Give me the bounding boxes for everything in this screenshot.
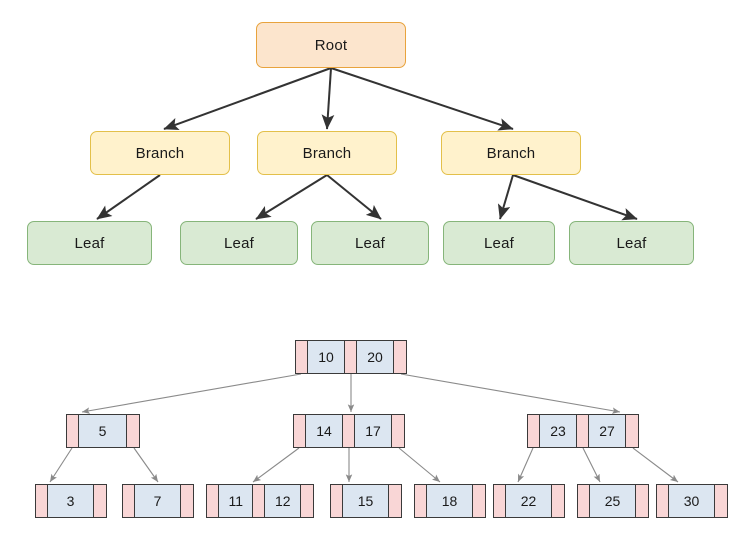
tree-edge-branch-1-to-leaf-1 (96, 174, 161, 220)
btree-pointer-cell (123, 485, 135, 517)
tree-node-leaf-1[interactable]: Leaf (27, 221, 152, 265)
btree-key-cell: 22 (506, 485, 552, 517)
btree-node-n-l1[interactable]: 5 (66, 414, 140, 448)
btree-pointer-cell (331, 485, 343, 517)
btree-node-n-c4[interactable]: 15 (330, 484, 402, 518)
btree-key-cell: 5 (79, 415, 127, 447)
btree-pointer-cell (207, 485, 219, 517)
btree-node-n-c1[interactable]: 3 (35, 484, 107, 518)
btree-pointer-cell (296, 341, 308, 373)
btree-key-cell: 25 (590, 485, 636, 517)
btree-pointer-cell (94, 485, 106, 517)
tree-node-leaf-4[interactable]: Leaf (443, 221, 555, 265)
btree-pointer-cell (415, 485, 427, 517)
btree-pointer-cell (394, 341, 406, 373)
btree-edge-n-l3-to-n-c6 (517, 447, 534, 483)
btree-key-cell: 15 (343, 485, 389, 517)
btree-key-cell: 30 (669, 485, 715, 517)
btree-key-cell: 20 (357, 341, 394, 373)
tree-node-branch-3[interactable]: Branch (441, 131, 581, 175)
tree-edge-root-to-branch-3 (330, 67, 514, 131)
tree-node-leaf-2[interactable]: Leaf (180, 221, 298, 265)
btree-edges (49, 373, 679, 483)
tree-edge-root-to-branch-1 (163, 67, 332, 131)
btree-edge-n-l2-to-n-c5 (398, 447, 441, 483)
tree-edge-branch-3-to-leaf-4 (497, 174, 514, 220)
btree-edge-n-l3-to-n-c7 (582, 447, 601, 483)
btree-pointer-cell (473, 485, 485, 517)
btree-edge-n-l3-to-n-c8 (632, 447, 679, 483)
btree-key-cell: 7 (135, 485, 181, 517)
btree-pointer-cell (552, 485, 564, 517)
tree-edges (96, 67, 638, 221)
btree-node-n-c2[interactable]: 7 (122, 484, 194, 518)
tree-edge-branch-2-to-leaf-3 (326, 174, 382, 220)
btree-pointer-cell (253, 485, 266, 517)
btree-pointer-cell (343, 415, 355, 447)
btree-pointer-cell (626, 415, 638, 447)
btree-edge-n-l1-to-n-c2 (133, 447, 159, 483)
btree-node-n-l2[interactable]: 14 17 (293, 414, 405, 448)
btree-pointer-cell (577, 415, 589, 447)
btree-node-n-c7[interactable]: 25 (577, 484, 649, 518)
btree-edge-n-l1-to-n-c1 (49, 447, 73, 483)
btree-node-n-root[interactable]: 10 20 (295, 340, 407, 374)
btree-key-cell: 18 (427, 485, 473, 517)
btree-node-n-c5[interactable]: 18 (414, 484, 486, 518)
btree-pointer-cell (528, 415, 540, 447)
btree-key-cell: 17 (355, 415, 392, 447)
btree-key-cell: 14 (306, 415, 343, 447)
btree-key-cell: 27 (589, 415, 626, 447)
btree-key-cell: 10 (308, 341, 345, 373)
tree-edge-branch-2-to-leaf-2 (255, 174, 328, 220)
btree-edge-n-root-to-n-l1 (81, 373, 302, 414)
btree-pointer-cell (127, 415, 139, 447)
btree-node-n-c8[interactable]: 30 (656, 484, 728, 518)
btree-key-cell: 11 (219, 485, 254, 517)
btree-pointer-cell (181, 485, 193, 517)
btree-pointer-cell (657, 485, 669, 517)
btree-pointer-cell (494, 485, 506, 517)
btree-pointer-cell (389, 485, 401, 517)
btree-pointer-cell (715, 485, 727, 517)
btree-pointer-cell (67, 415, 79, 447)
tree-edge-root-to-branch-2 (321, 67, 335, 130)
tree-node-leaf-3[interactable]: Leaf (311, 221, 429, 265)
btree-pointer-cell (345, 341, 357, 373)
btree-node-n-c3[interactable]: 11 12 (206, 484, 314, 518)
btree-edge-n-root-to-n-l3 (400, 373, 621, 414)
btree-pointer-cell (578, 485, 590, 517)
btree-pointer-cell (301, 485, 313, 517)
tree-node-branch-1[interactable]: Branch (90, 131, 230, 175)
btree-node-n-l3[interactable]: 23 27 (527, 414, 639, 448)
btree-pointer-cell (36, 485, 48, 517)
btree-key-cell: 23 (540, 415, 577, 447)
tree-edge-branch-3-to-leaf-5 (512, 174, 638, 221)
btree-key-cell: 12 (265, 485, 301, 517)
tree-node-branch-2[interactable]: Branch (257, 131, 397, 175)
btree-key-cell: 3 (48, 485, 94, 517)
btree-pointer-cell (392, 415, 404, 447)
btree-pointer-cell (636, 485, 648, 517)
btree-edge-n-l2-to-n-c3 (252, 447, 300, 483)
tree-node-leaf-5[interactable]: Leaf (569, 221, 694, 265)
tree-node-root[interactable]: Root (256, 22, 406, 68)
btree-pointer-cell (294, 415, 306, 447)
btree-node-n-c6[interactable]: 22 (493, 484, 565, 518)
